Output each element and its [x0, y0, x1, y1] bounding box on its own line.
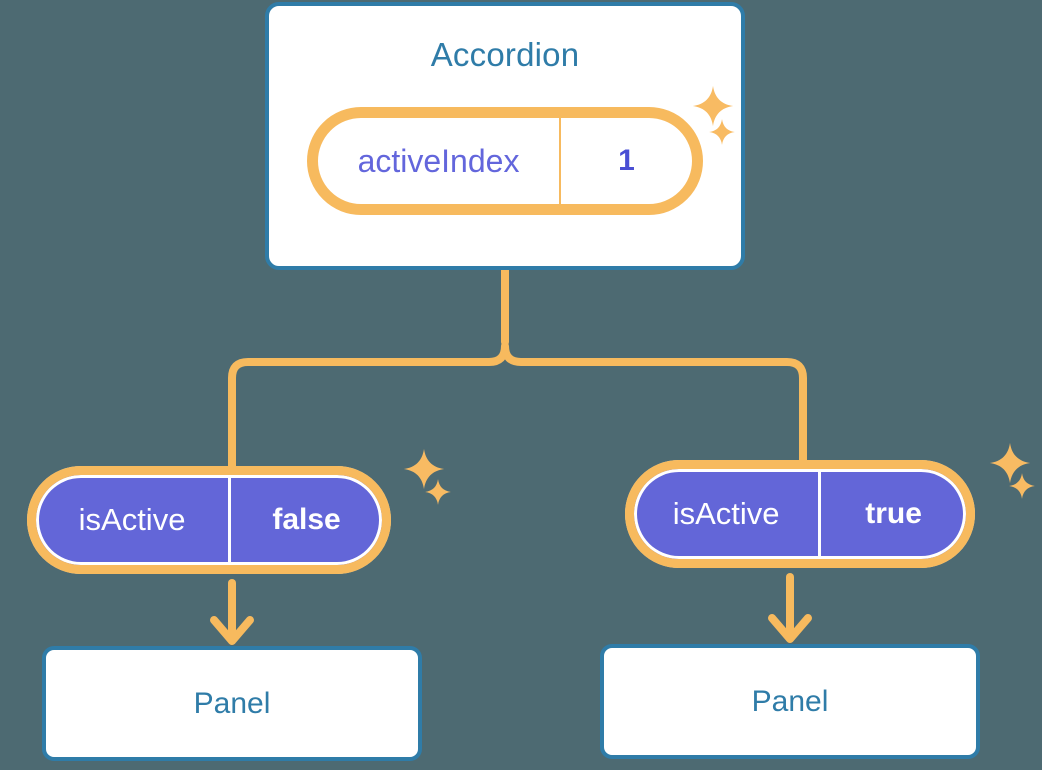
sparkle-icon	[403, 448, 445, 490]
state-pill-is-active-false[interactable]: isActive false	[27, 466, 391, 574]
sparkle-icon	[1009, 473, 1035, 499]
page-title: Accordion	[430, 36, 580, 73]
state-pill-value: true	[818, 469, 966, 559]
panel-box-left[interactable]: Panel	[42, 646, 422, 761]
prop-pill-active-index[interactable]: activeIndex 1	[307, 107, 703, 215]
panel-label: Panel	[751, 684, 829, 718]
prop-pill-key: activeIndex	[357, 142, 520, 179]
panel-box-right[interactable]: Panel	[600, 644, 980, 759]
connector-bus	[228, 342, 807, 470]
sparkle-icon	[425, 479, 451, 505]
sparkle-icon	[989, 442, 1031, 484]
state-pill-key: isActive	[78, 502, 186, 537]
arrow-down-icon-left-head	[210, 616, 254, 645]
prop-pill-value: 1	[559, 118, 692, 204]
arrow-down-icon-right-head	[768, 614, 812, 643]
state-pill-value: false	[228, 475, 382, 565]
state-pill-key: isActive	[672, 496, 780, 531]
panel-label: Panel	[193, 686, 271, 720]
state-pill-is-active-true[interactable]: isActive true	[625, 460, 975, 568]
